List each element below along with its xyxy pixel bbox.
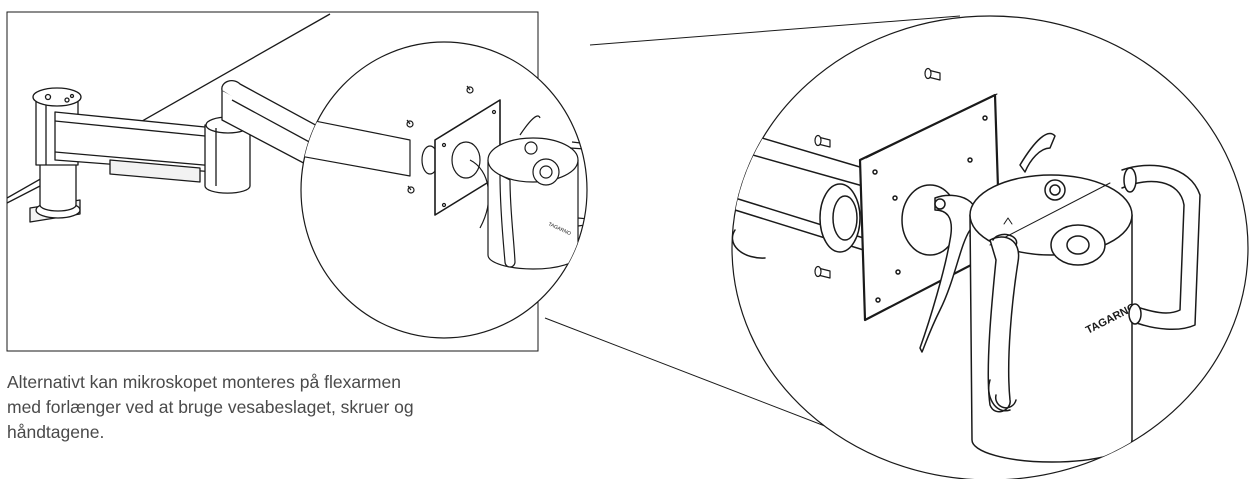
screw-icon	[814, 67, 941, 279]
microscope-mount-small: TAGARNO	[301, 85, 587, 270]
zoom-connector-bottom	[544, 317, 844, 434]
caption-line-1: Alternativt kan mikroskopet monteres på …	[7, 372, 401, 392]
screw-icon	[406, 85, 474, 194]
instruction-caption: Alternativt kan mikroskopet monteres på …	[7, 370, 547, 445]
microscope-mount-detail: TAGARNO	[732, 67, 1201, 463]
caption-line-2: med forlænger ved at bruge vesabeslaget,…	[7, 397, 414, 417]
caption-line-3: håndtagene.	[7, 422, 105, 442]
zoom-connector-top	[589, 15, 961, 46]
